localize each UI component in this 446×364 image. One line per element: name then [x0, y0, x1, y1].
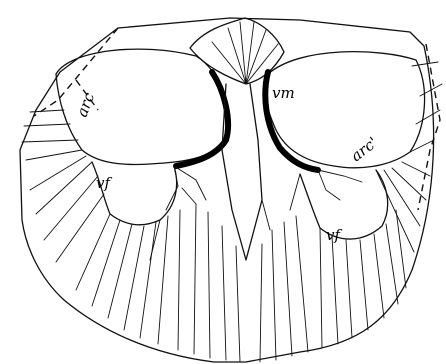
label-vf-right: vf	[326, 226, 342, 244]
label-vm: vm	[272, 84, 295, 102]
label-arc-left: arc	[73, 90, 99, 120]
right-vascular-lobe	[300, 170, 388, 239]
left-thick-boundary	[176, 72, 228, 166]
left-margin-ribs	[22, 110, 104, 262]
right-margin-ribs	[376, 62, 442, 252]
radial-ribs	[76, 174, 406, 362]
label-vf-left: vf	[96, 174, 112, 192]
shell-outline	[20, 18, 434, 362]
right-adductor-scar	[265, 52, 424, 168]
label-arc-right: arc'	[347, 133, 381, 165]
left-vascular-lobe	[92, 162, 177, 225]
